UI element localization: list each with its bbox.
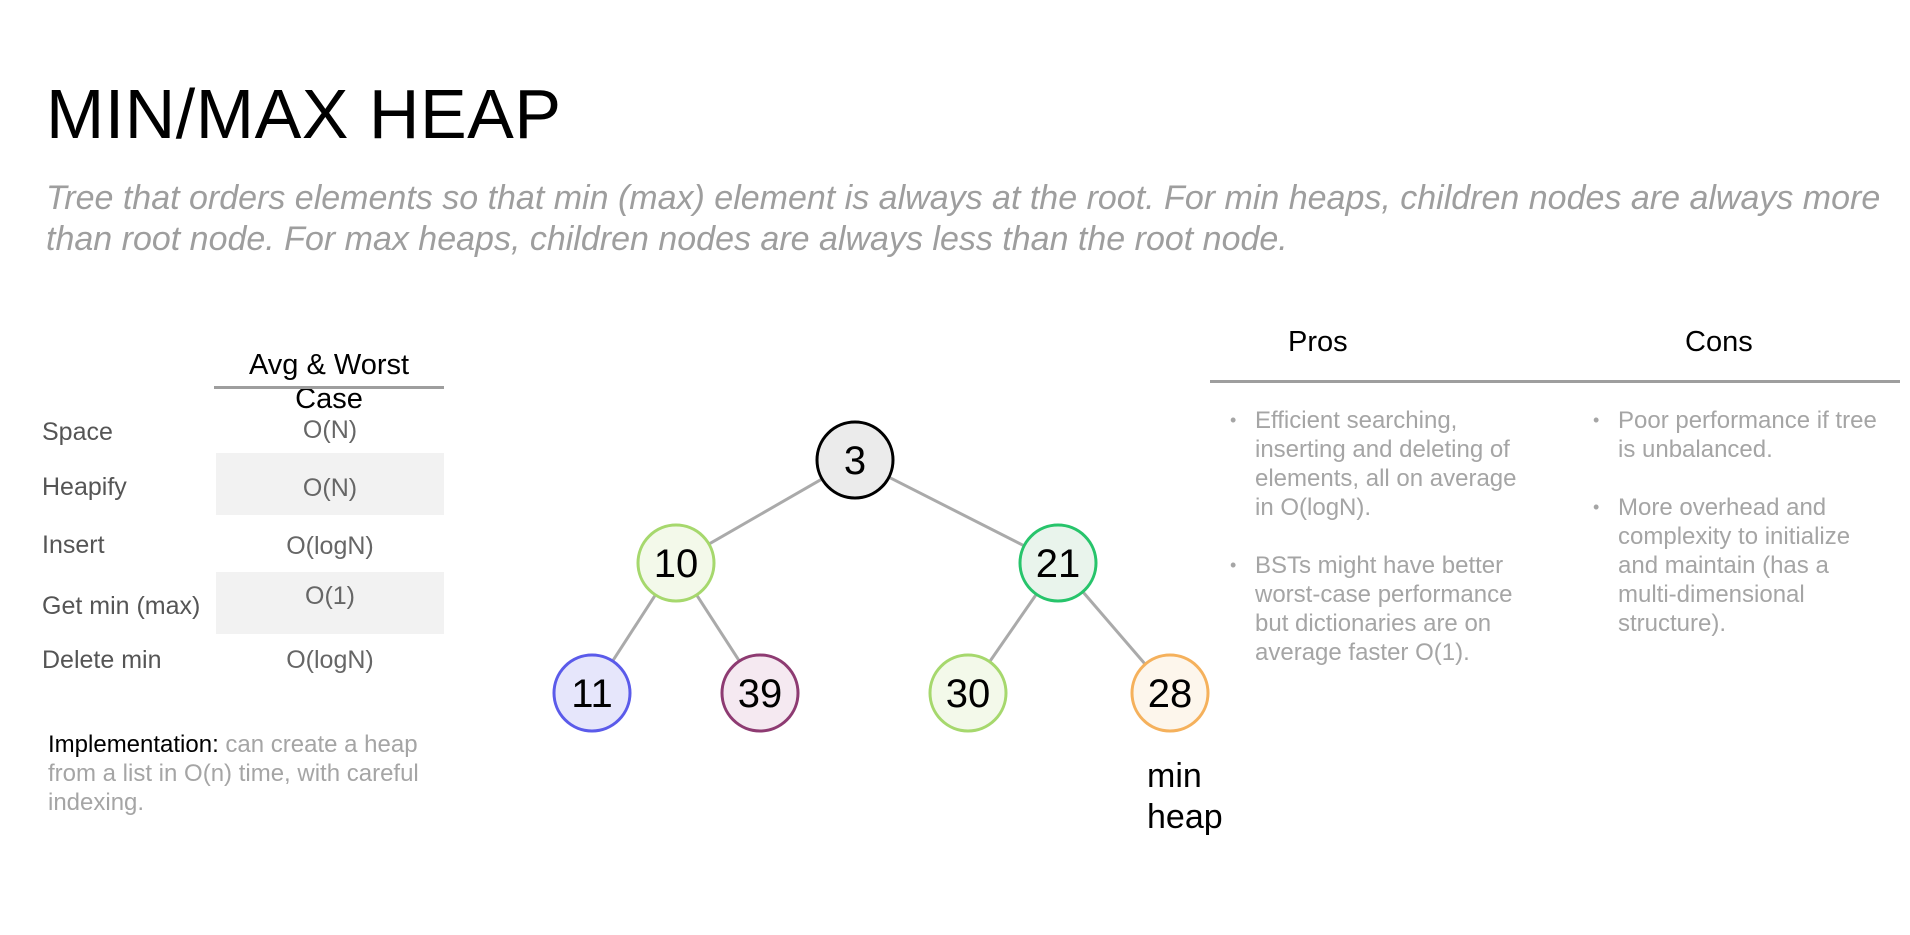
tree-node-circle (1018, 523, 1098, 603)
heap-tree-diagram: 3 10 21 11 39 30 28 (552, 420, 1210, 733)
complexity-row-insert: Insert O(logN) (30, 515, 450, 577)
complexity-table: Avg & Worst Case Space O(N) Heapify O(N)… (30, 346, 450, 686)
pros-item-text: BSTs might have better worst-case perfor… (1255, 552, 1513, 666)
complexity-row-space: Space O(N) (30, 402, 450, 464)
pros-item-text: Efficient searching, inserting and delet… (1255, 407, 1517, 521)
bullet-icon: • (1593, 410, 1600, 430)
complexity-operation: Heapify (42, 473, 127, 501)
complexity-operation: Delete min (42, 646, 162, 674)
row-shading (216, 453, 444, 515)
bullet-icon: • (1230, 410, 1237, 430)
tree-node-28: 28 (1130, 653, 1210, 733)
tree-edge (708, 477, 823, 546)
tree-node-label: 10 (654, 542, 699, 586)
tree-node-circle (720, 653, 800, 733)
cons-item-text: More overhead and complexity to initiali… (1618, 494, 1851, 637)
tree-node-circle (552, 653, 632, 733)
tree-edge (888, 475, 1025, 548)
bullet-icon: • (1230, 555, 1237, 575)
cons-heading: Cons (1685, 326, 1753, 358)
tree-node-label: 39 (738, 672, 783, 716)
tree-node-label: 21 (1036, 542, 1081, 586)
pros-list: • Efficient searching, inserting and dele… (1230, 406, 1520, 696)
complexity-row-get-min: Get min (max) O(1) (30, 572, 450, 634)
complexity-operation: Get min (max) (42, 592, 201, 620)
complexity-value: O(logN) (286, 532, 374, 560)
pros-item: • Efficient searching, inserting and dele… (1230, 406, 1520, 522)
pros-cons-panel: Pros Cons • Efficient searching, insertin… (1210, 318, 1900, 738)
tree-node-label: 3 (844, 439, 866, 483)
implementation-text: can create a heap from a list in O(n) ti… (48, 731, 419, 816)
tree-node-circle (636, 523, 716, 603)
tree-edge (988, 593, 1038, 663)
tree-caption: min heap (1147, 757, 1223, 836)
page-title: MIN/MAX HEAP (46, 75, 562, 153)
bullet-icon: • (1593, 497, 1600, 517)
tree-node-circle (815, 420, 895, 500)
tree-node-39: 39 (720, 653, 800, 733)
complexity-value: O(N) (302, 416, 358, 444)
tree-node-label: 30 (946, 672, 991, 716)
complexity-operation: Space (42, 418, 113, 446)
cons-item: • More overhead and complexity to initial… (1593, 493, 1893, 638)
tree-node-21: 21 (1018, 523, 1098, 603)
implementation-note: Implementation: can create a heap from a… (48, 730, 448, 817)
tree-node-10: 10 (636, 523, 716, 603)
row-shading (216, 572, 444, 634)
pros-cons-rule (1210, 380, 1900, 383)
tree-edge (695, 594, 741, 662)
tree-node-11: 11 (552, 653, 632, 733)
tree-node-circle (1130, 653, 1210, 733)
complexity-operation: Insert (42, 531, 105, 559)
cons-list: • Poor performance if tree is unbalanced.… (1593, 406, 1893, 667)
tree-node-3: 3 (815, 420, 895, 500)
tree-node-label: 11 (571, 672, 613, 716)
cons-item: • Poor performance if tree is unbalanced. (1593, 406, 1893, 464)
complexity-value: O(1) (305, 582, 355, 610)
tree-node-label: 28 (1148, 672, 1193, 716)
complexity-row-heapify: Heapify O(N) (30, 453, 450, 515)
tree-edge (611, 594, 657, 662)
complexity-value: O(logN) (286, 646, 374, 674)
tree-node-circle (928, 653, 1008, 733)
page-subtitle: Tree that orders elements so that min (m… (46, 179, 1881, 258)
complexity-value: O(N) (302, 474, 358, 502)
complexity-header-rule (214, 386, 444, 389)
complexity-row-delete-min: Delete min O(logN) (30, 634, 450, 696)
pros-item: • BSTs might have better worst-case perfo… (1230, 551, 1520, 667)
tree-node-30: 30 (928, 653, 1008, 733)
tree-edge (1081, 590, 1147, 666)
implementation-lead: Implementation: (48, 731, 219, 758)
cons-item-text: Poor performance if tree is unbalanced. (1618, 407, 1877, 463)
pros-heading: Pros (1288, 326, 1348, 358)
